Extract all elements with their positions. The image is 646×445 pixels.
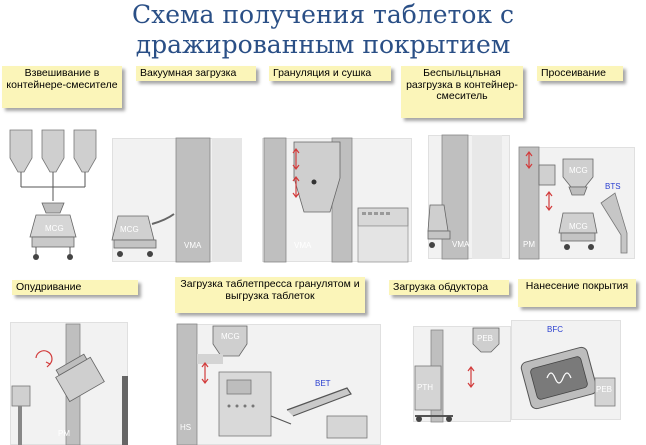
- equipment-label-hs: HS: [180, 423, 191, 432]
- equipment-label-mcg-4: MCG: [569, 222, 588, 231]
- step-label-vacuum-loading: Вакуумная загрузка: [136, 66, 256, 81]
- equipment-label-mcg-5: MCG: [221, 332, 240, 341]
- equipment-label-vma-1: VMA: [184, 241, 202, 250]
- illustration-vacuum-loading: MCG VMA: [111, 137, 242, 263]
- equipment-label-vma-2: VMA: [294, 241, 312, 250]
- step-label-press-loading: Загрузка таблетпресса гранулятом и выгру…: [175, 277, 365, 313]
- title-line-2: дражированным покрытием: [135, 30, 511, 59]
- step-label-dustless-unloading: Беспыльцльная разгрузка в контейнер-смес…: [401, 66, 523, 118]
- equipment-label-pth: PTH: [417, 383, 433, 392]
- step-label-weighing: Взвешивание в контейнере-смесителе: [2, 66, 122, 108]
- equipment-label-mcg-2: MCG: [120, 225, 139, 234]
- equipment-label-bts: BTS: [605, 182, 621, 191]
- equipment-label-mcg-1: MCG: [45, 224, 64, 233]
- step-label-coater-loading: Загрузка обдуктора: [389, 280, 509, 295]
- illustration-unloading: VMA: [427, 134, 502, 260]
- illustration-coating: BFC PEB: [520, 325, 616, 410]
- step-label-granulation-drying: Грануляция и сушка: [269, 66, 391, 81]
- step-label-coating: Нанесение покрытия: [518, 279, 636, 307]
- equipment-label-peb-2: PEB: [596, 385, 612, 394]
- illustration-weighing: MCG: [9, 129, 97, 260]
- illustration-granulation: VMA: [263, 137, 409, 263]
- diagram-title: Схема получения таблеток с дражированным…: [0, 0, 646, 60]
- illustration-sieving: MCG BTS MCG PM: [518, 146, 628, 260]
- equipment-label-pm-1: PM: [523, 240, 535, 249]
- equipment-label-peb-1: PEB: [477, 334, 493, 343]
- step-label-dusting: Опудривание: [12, 280, 138, 295]
- title-line-1: Схема получения таблеток с: [132, 0, 514, 29]
- illustration-dusting: PM: [11, 323, 128, 445]
- equipment-label-bet: BET: [315, 379, 331, 388]
- illustration-press-loading: MCG BET HS: [176, 323, 368, 445]
- equipment-label-bfc: BFC: [547, 325, 563, 334]
- equipment-label-mcg-3: MCG: [569, 166, 588, 175]
- step-label-sieving: Просеивание: [537, 66, 623, 81]
- illustration-coater-loading: PEB PTH: [414, 327, 500, 423]
- equipment-label-pm-2: PM: [58, 429, 70, 438]
- equipment-label-vma-3: VMA: [452, 240, 470, 249]
